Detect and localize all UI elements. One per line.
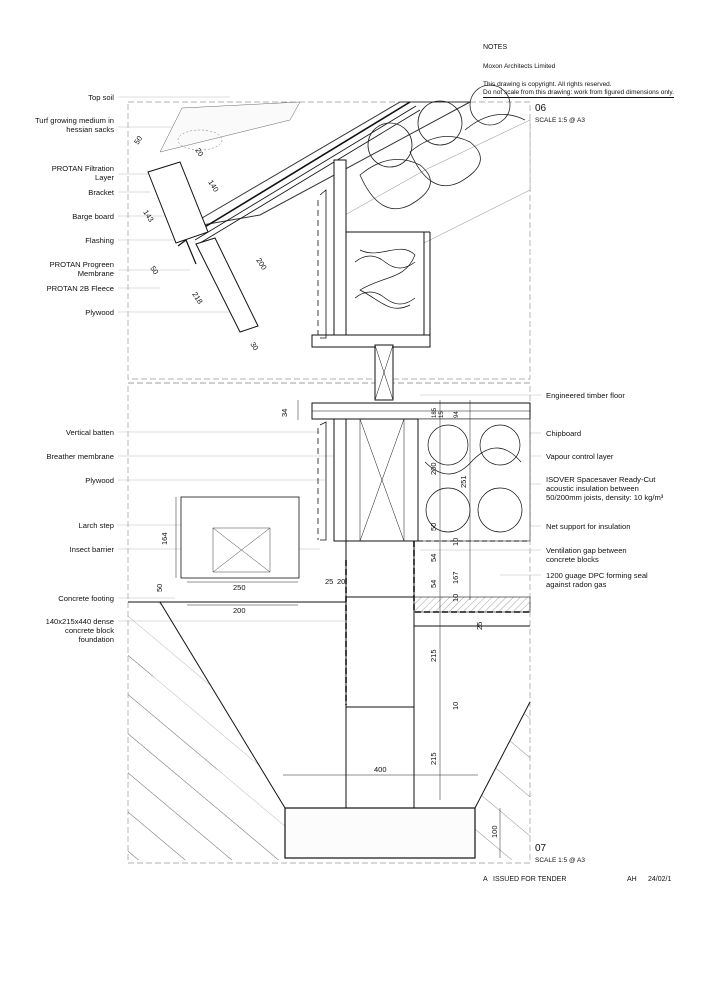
revision-letter: A <box>483 876 488 883</box>
dim-floor-167: 167 <box>451 571 460 584</box>
dim-roof-143: 143 <box>141 208 155 223</box>
block-foundation <box>345 540 530 811</box>
dim-roof-200: 200 <box>254 256 268 271</box>
dim-found-215b: 215 <box>429 752 438 765</box>
dim-floor-200: 200 <box>429 462 438 475</box>
dim-floor-185: 185 <box>432 407 438 418</box>
ground-profile <box>128 601 531 860</box>
concrete-footing <box>284 807 476 859</box>
section-number-06: 06 <box>535 103 547 114</box>
label-larch-step: Larch step <box>78 521 114 530</box>
dim-step-20: 20 <box>337 577 345 586</box>
dimension-lines <box>175 400 501 858</box>
label-vapour-control: Vapour control layer <box>546 452 614 461</box>
copyright-note: This drawing is copyright. All rights re… <box>483 80 612 88</box>
label-plywood-wall: Plywood <box>85 476 114 485</box>
dim-floor-54: 54 <box>429 554 438 562</box>
floor-build-up <box>311 402 531 542</box>
label-insect-barrier: Insect barrier <box>69 545 114 554</box>
dim-floor-50: 50 <box>429 523 438 531</box>
dim-roof-50: 50 <box>132 134 144 146</box>
label-filtration: PROTAN Filtration Layer <box>51 164 114 182</box>
dim-floor-251: 251 <box>459 475 468 488</box>
dim-roof-50b: 50 <box>148 264 160 276</box>
label-vertical-batten: Vertical batten <box>65 428 114 437</box>
dpc-band <box>413 596 531 613</box>
revision-initials: AH <box>627 876 637 883</box>
notes-block: NOTES Moxon Architects Limited This draw… <box>483 44 674 99</box>
dim-found-400: 400 <box>374 765 387 774</box>
label-ventilation-gap: Ventilation gap between concrete blocks <box>546 546 627 564</box>
label-chipboard: Chipboard <box>546 429 582 438</box>
wall-structure <box>311 159 431 401</box>
label-bracket: Bracket <box>88 188 114 197</box>
revision-date: 24/02/1 <box>648 876 672 883</box>
scale-warning: Do not scale from this drawing: work fro… <box>483 89 674 99</box>
label-concrete-footing: Concrete footing <box>58 594 114 603</box>
dim-found-10: 10 <box>451 702 460 710</box>
dim-floor-10: 10 <box>451 538 460 546</box>
dim-found-215: 215 <box>429 649 438 662</box>
dim-step-250: 250 <box>233 583 246 592</box>
section-scale-06: SCALE 1:5 @ A3 <box>535 117 585 124</box>
dim-step-25: 25 <box>325 577 333 586</box>
label-flashing: Flashing <box>85 236 114 245</box>
label-progreen: PROTAN Progreen Membrane <box>49 260 114 278</box>
dim-step-50: 50 <box>155 584 164 592</box>
green-roof-build-up <box>147 101 471 333</box>
label-block-foundation: 140x215x440 dense concrete block foundat… <box>45 617 114 644</box>
label-plywood-roof: Plywood <box>85 308 114 317</box>
firm-name: Moxon Architects Limited <box>483 62 556 70</box>
section-scale-07: SCALE 1:5 @ A3 <box>535 857 585 864</box>
dim-roof-140: 140 <box>206 178 220 193</box>
notes-heading: NOTES <box>483 44 508 51</box>
dim-step-164: 164 <box>160 532 169 545</box>
dim-step-200: 200 <box>233 606 246 615</box>
dim-floor-94: 94 <box>454 411 460 418</box>
label-isover: ISOVER Spacesaver Ready-Cut acoustic ins… <box>546 475 664 502</box>
dim-found-100: 100 <box>490 825 499 838</box>
label-breather-membrane: Breather membrane <box>46 452 114 461</box>
revision-description: ISSUED FOR TENDER <box>493 876 567 883</box>
label-dpc: 1200 guage DPC forming seal against rado… <box>546 571 648 589</box>
wall-studs-lower <box>317 418 419 542</box>
label-timber-floor: Engineered timber floor <box>546 391 625 400</box>
label-barge-board: Barge board <box>72 212 114 221</box>
label-top-soil: Top soil <box>88 93 114 102</box>
dim-floor-25: 25 <box>475 622 484 630</box>
label-net-support: Net support for insulation <box>546 522 631 531</box>
dim-floor-34: 34 <box>280 409 289 417</box>
dim-roof-218: 218 <box>190 290 204 305</box>
dim-floor-54b: 54 <box>429 580 438 588</box>
label-2b-fleece: PROTAN 2B Fleece <box>46 284 114 293</box>
dim-roof-20: 20 <box>193 146 205 158</box>
dim-roof-30: 30 <box>248 340 260 352</box>
dim-floor-15: 15 <box>439 411 445 418</box>
section-number-07: 07 <box>535 843 547 854</box>
dim-floor-10b: 10 <box>451 594 460 602</box>
larch-step <box>180 496 300 579</box>
label-turf: Turf growing medium in hessian sacks <box>34 116 114 134</box>
